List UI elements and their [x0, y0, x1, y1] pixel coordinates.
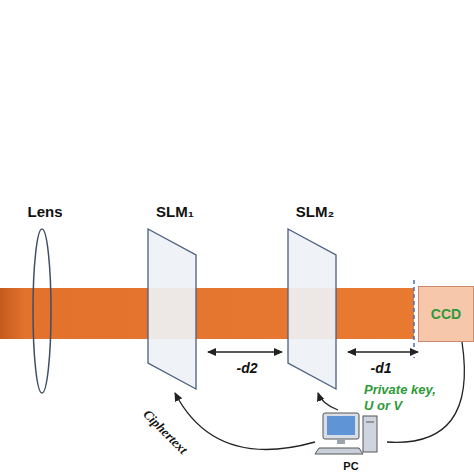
lens-outline: [33, 229, 51, 393]
computer: PC: [315, 410, 387, 472]
edge-label: -d2: [235, 360, 260, 376]
monitor: [323, 413, 359, 439]
slm-panel: [288, 229, 336, 389]
connector-arrow: [208, 351, 282, 352]
node-heading: PC: [315, 460, 387, 472]
spatial-light-modulator: SLM₁: [142, 203, 208, 393]
connector-arrow: [175, 393, 315, 449]
node-heading: SLM₂: [282, 203, 348, 220]
keyboard: [315, 448, 363, 454]
connector-arrow: [318, 393, 338, 410]
spatial-light-modulator: SLM₂: [282, 203, 348, 393]
lens: Lens: [15, 203, 75, 393]
ccd-camera: CCD: [418, 286, 474, 342]
edge-label: -d1: [369, 360, 394, 376]
screen: [327, 416, 355, 435]
tower: [363, 416, 377, 452]
light-beam: [0, 288, 414, 339]
drive-slot: [366, 422, 374, 423]
slm-panel: [142, 225, 202, 393]
node-heading: Lens: [15, 203, 75, 220]
node-heading: CCD: [431, 306, 461, 322]
edge-label: Private key, U or V: [362, 382, 444, 415]
slm-panel: [282, 225, 342, 393]
lens-outline: [15, 225, 69, 395]
slm-panel: [148, 229, 196, 389]
computer-icon: [315, 410, 381, 456]
monitor-stand: [337, 439, 345, 444]
ccd-plane: [413, 280, 415, 358]
edge-label: Ciphertext: [138, 405, 192, 459]
connector-arrow: [348, 351, 418, 352]
node-heading: SLM₁: [142, 203, 208, 220]
